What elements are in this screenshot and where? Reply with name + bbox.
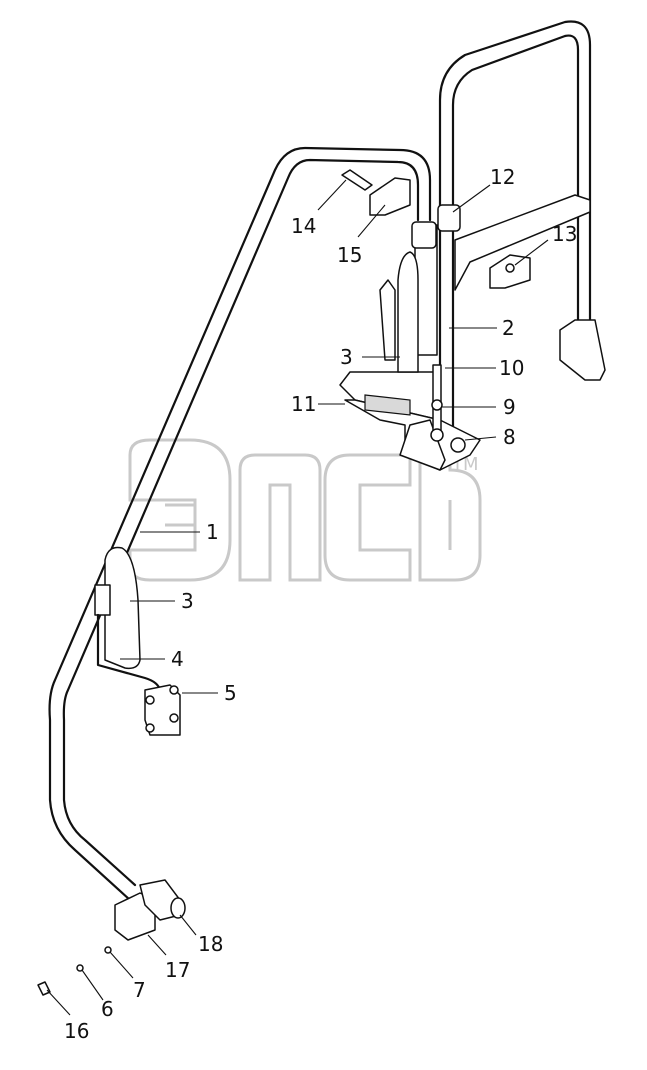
lower-mirror-assembly — [94, 546, 181, 736]
callout-17: 17 — [165, 958, 190, 982]
callout-8: 8 — [503, 425, 516, 449]
callout-15: 15 — [337, 243, 362, 267]
clamps — [341, 169, 531, 289]
bottom-clamp — [37, 879, 186, 996]
callout-16: 16 — [64, 1019, 89, 1043]
callout-1: 1 — [206, 520, 219, 544]
callout-13: 13 — [552, 222, 577, 246]
post-assembly — [339, 224, 481, 471]
callout-9: 9 — [503, 395, 516, 419]
callout-18: 18 — [198, 932, 223, 956]
handrail-tube — [48, 146, 432, 902]
callout-2: 2 — [502, 316, 515, 340]
callout-5: 5 — [224, 681, 237, 705]
callout-6: 6 — [101, 997, 114, 1021]
callout-11: 11 — [291, 392, 316, 416]
callout-4: 4 — [171, 647, 184, 671]
leader-lines — [46, 179, 549, 1016]
callout-10: 10 — [499, 356, 524, 380]
callouts: 12 13 14 15 2 3 10 11 9 8 1 3 4 5 18 17 … — [64, 165, 577, 1043]
upper-frame — [438, 20, 606, 462]
callout-3-lower: 3 — [181, 589, 194, 613]
callout-7: 7 — [133, 978, 146, 1002]
callout-14: 14 — [291, 214, 316, 238]
callout-12: 12 — [490, 165, 515, 189]
callout-3-upper: 3 — [340, 345, 353, 369]
